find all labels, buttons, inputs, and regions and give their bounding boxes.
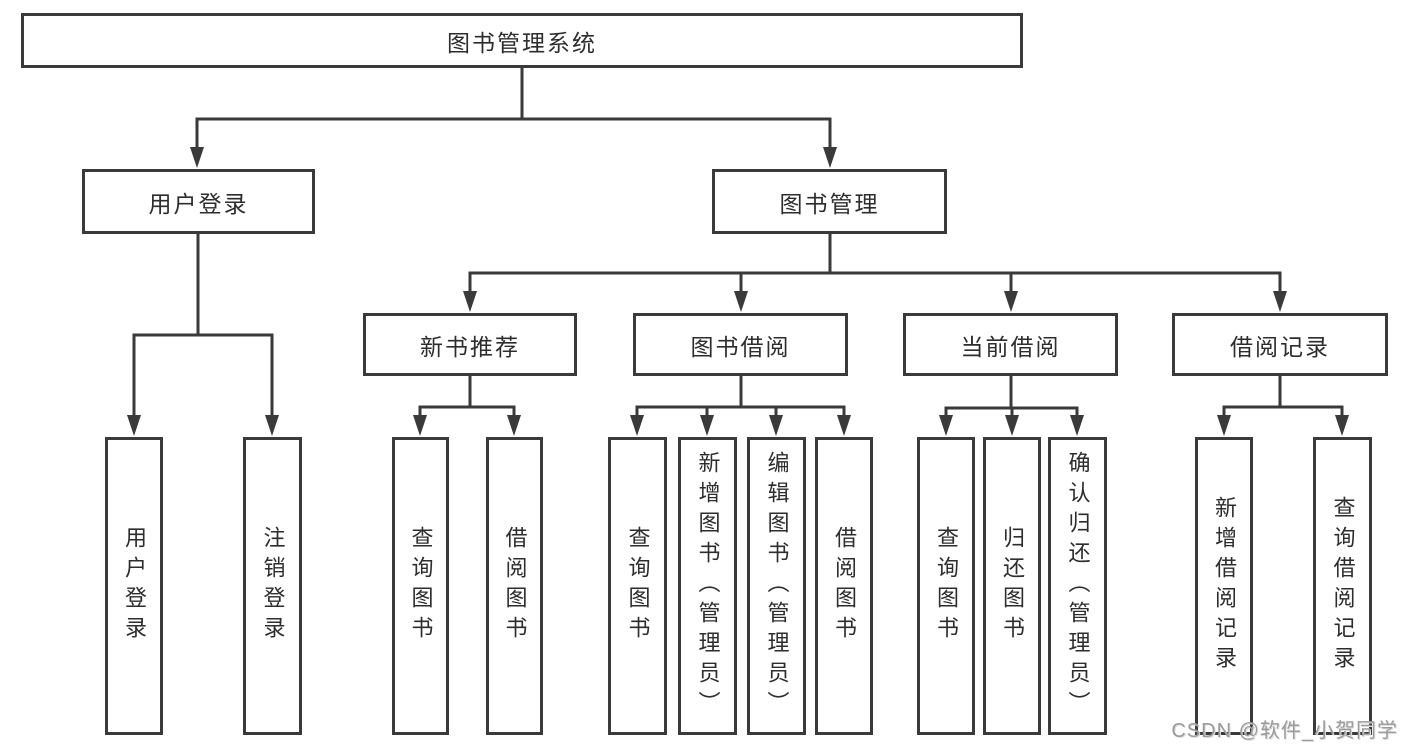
leaf-add-book-admin-label: 新增图书（管理员） <box>695 451 721 721</box>
leaf-query-books-borrow: 查询图书 <box>608 437 667 735</box>
leaf-logout: 注销登录 <box>243 437 302 735</box>
arrowheads <box>127 147 1349 436</box>
leaf-borrow-books-label: 借阅图书 <box>832 526 857 646</box>
node-user-login: 用户登录 <box>82 169 315 234</box>
leaf-edit-book-admin-label: 编辑图书（管理员） <box>764 451 790 721</box>
node-book-borrow: 图书借阅 <box>633 313 848 376</box>
leaf-query-borrow-record: 查询借阅记录 <box>1313 437 1372 735</box>
leaf-logout-label: 注销登录 <box>260 526 286 646</box>
node-borrow-records-label: 借阅记录 <box>1230 333 1330 360</box>
node-book-borrow-label: 图书借阅 <box>690 333 791 360</box>
leaf-add-book-admin: 新增图书（管理员） <box>678 437 737 735</box>
node-book-management-label: 图书管理 <box>779 190 880 217</box>
leaf-return-book-label: 归还图书 <box>1000 526 1025 646</box>
leaf-borrow-books: 借阅图书 <box>815 437 873 735</box>
leaf-query-books-recommend-label: 查询图书 <box>408 526 434 646</box>
csdn-watermark: CSDN @软件_小贺同学 <box>1171 720 1398 742</box>
node-current-borrow: 当前借阅 <box>903 313 1118 376</box>
node-new-book-recommend-label: 新书推荐 <box>420 333 520 360</box>
leaf-borrow-books-recommend-label: 借阅图书 <box>502 526 528 646</box>
node-current-borrow-label: 当前借阅 <box>960 333 1061 360</box>
node-root-label: 图书管理系统 <box>447 29 597 56</box>
leaf-user-login-label: 用户登录 <box>122 526 147 646</box>
leaf-confirm-return-admin: 确认归还（管理员） <box>1048 437 1107 735</box>
node-borrow-records: 借阅记录 <box>1172 313 1388 376</box>
node-new-book-recommend: 新书推荐 <box>363 313 577 376</box>
node-book-management: 图书管理 <box>712 169 947 234</box>
node-root: 图书管理系统 <box>21 13 1023 68</box>
leaf-add-borrow-record: 新增借阅记录 <box>1195 437 1253 735</box>
leaf-confirm-return-admin-label: 确认归还（管理员） <box>1065 451 1091 721</box>
leaf-query-books-current: 查询图书 <box>917 437 975 735</box>
leaf-borrow-books-recommend: 借阅图书 <box>486 437 543 735</box>
leaf-query-borrow-record-label: 查询借阅记录 <box>1330 496 1356 676</box>
leaf-user-login: 用户登录 <box>105 437 163 735</box>
node-user-login-label: 用户登录 <box>148 190 249 217</box>
leaf-query-books-borrow-label: 查询图书 <box>625 526 651 646</box>
leaf-query-books-current-label: 查询图书 <box>934 526 959 646</box>
leaf-add-borrow-record-label: 新增借阅记录 <box>1212 496 1237 676</box>
leaf-edit-book-admin: 编辑图书（管理员） <box>747 437 806 735</box>
leaf-query-books-recommend: 查询图书 <box>392 437 449 735</box>
leaf-return-book: 归还图书 <box>983 437 1041 735</box>
